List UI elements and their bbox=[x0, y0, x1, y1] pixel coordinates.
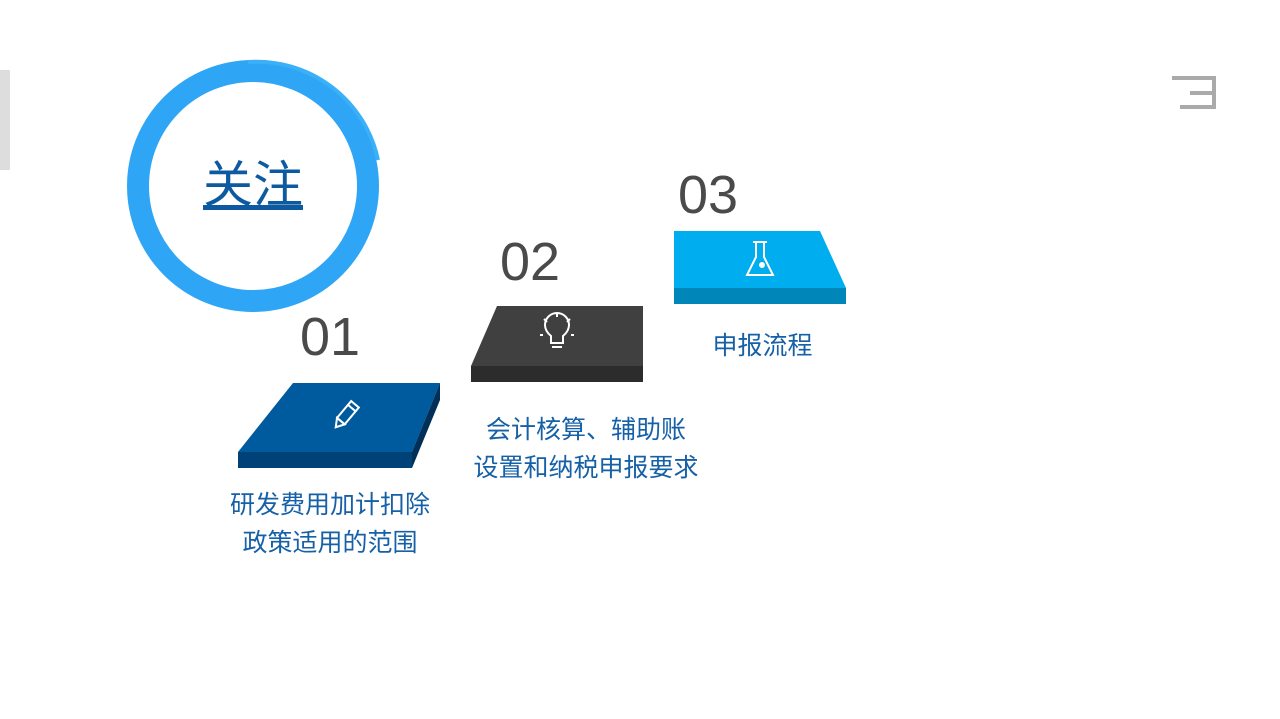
step-number-03: 03 bbox=[678, 165, 739, 225]
step-block-02 bbox=[471, 306, 643, 382]
menu-icon[interactable] bbox=[1172, 76, 1218, 110]
step-label-02: 会计核算、辅助账 设置和纳税申报要求 bbox=[446, 411, 726, 487]
step-label-01-line1: 研发费用加计扣除 bbox=[229, 490, 430, 519]
flask-icon bbox=[745, 241, 775, 276]
step-label-01: 研发费用加计扣除 政策适用的范围 bbox=[200, 486, 460, 562]
pencil-icon bbox=[334, 399, 361, 429]
lightbulb-icon bbox=[540, 312, 574, 348]
focus-ring bbox=[127, 59, 380, 312]
focus-title: 关注 bbox=[203, 156, 303, 214]
step-label-02-line2: 设置和纳税申报要求 bbox=[473, 453, 699, 482]
step-label-02-line1: 会计核算、辅助账 bbox=[485, 415, 686, 444]
step-label-01-line2: 政策适用的范围 bbox=[242, 528, 418, 557]
step-label-03: 申报流程 bbox=[680, 327, 845, 365]
step-block-01 bbox=[238, 383, 440, 468]
left-edge-bar bbox=[0, 70, 10, 170]
step-label-03-line1: 申报流程 bbox=[712, 331, 813, 360]
step-number-02: 02 bbox=[500, 232, 561, 292]
step-block-03 bbox=[674, 231, 846, 304]
step-number-01: 01 bbox=[300, 307, 361, 367]
